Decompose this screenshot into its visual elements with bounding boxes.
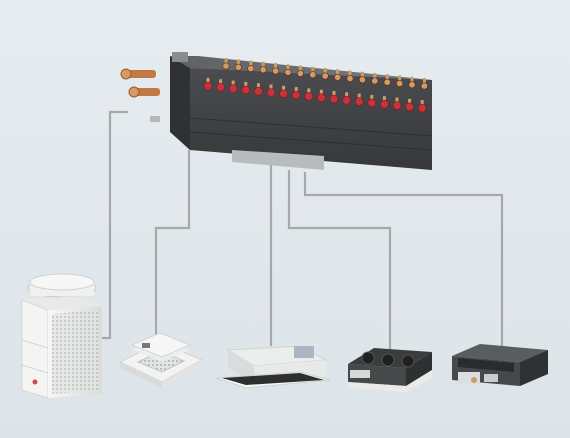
pipe-ducted-3fan	[287, 170, 392, 352]
valve-fitting	[234, 63, 242, 71]
valve-stem	[224, 58, 228, 66]
valve-fitting	[367, 98, 377, 108]
box-side	[170, 56, 190, 150]
valve-stem	[323, 68, 327, 76]
valve-fitting	[354, 97, 364, 106]
valve-fitting	[383, 78, 391, 86]
valve-stem	[261, 61, 265, 70]
ducted-slim	[452, 344, 548, 386]
valve-fitting	[284, 68, 292, 76]
valve-fitting	[380, 99, 389, 109]
copper-inlets	[120, 68, 160, 122]
valve-fitting	[241, 85, 251, 95]
valve-fitting	[317, 93, 326, 102]
pipe-cassette-4way	[154, 150, 191, 352]
valve-stem	[422, 78, 426, 86]
valve-fitting	[371, 77, 379, 85]
valve-fitting	[203, 81, 213, 91]
valve-fitting	[291, 90, 301, 100]
valve-fitting	[304, 92, 314, 101]
valve-fitting	[420, 82, 428, 90]
valve-fitting	[396, 80, 404, 88]
valve-fitting	[334, 73, 342, 81]
valve-stem	[348, 70, 352, 79]
box-front	[190, 68, 432, 170]
valve-fitting	[266, 88, 276, 97]
valve-fitting	[296, 70, 304, 78]
valve-fitting	[358, 76, 366, 84]
valve-fitting	[309, 71, 317, 79]
valve-fitting	[321, 72, 329, 80]
valve-fitting	[405, 102, 414, 112]
valve-fitting	[392, 101, 402, 110]
valve-stem	[236, 59, 240, 68]
valve-stem	[410, 76, 414, 85]
valve-fitting	[247, 65, 255, 73]
ducted-3fan	[348, 348, 432, 392]
valve-fitting	[254, 86, 263, 96]
cassette-1way	[215, 345, 331, 389]
valve-fitting	[279, 89, 288, 99]
valve-row-top	[222, 58, 428, 90]
valve-stem	[398, 75, 402, 84]
valve-fitting	[329, 94, 339, 104]
valve-stem	[298, 65, 302, 74]
branch-controller	[120, 52, 433, 170]
valve-stem	[286, 64, 290, 73]
cassette-4way	[118, 332, 204, 388]
valve-stem	[311, 66, 315, 75]
valve-stem	[336, 69, 340, 78]
pipe-ducted-slim	[303, 172, 504, 350]
valve-fitting	[342, 96, 351, 105]
valve-fitting	[346, 75, 354, 83]
valve-stem	[360, 71, 364, 80]
valve-fitting	[222, 62, 230, 70]
valve-row-bottom	[203, 78, 427, 113]
box-bracket-right	[232, 150, 324, 170]
valve-stem	[385, 74, 389, 83]
valve-fitting	[417, 103, 427, 113]
pipe-outdoor	[98, 110, 128, 340]
valve-fitting	[259, 66, 267, 74]
outdoor-unit	[21, 273, 102, 399]
valve-stem	[249, 60, 253, 69]
valve-fitting	[272, 67, 280, 75]
valve-fitting	[216, 83, 225, 92]
valve-fitting	[408, 81, 416, 89]
box-bracket-left	[172, 52, 188, 62]
valve-fitting	[228, 84, 238, 93]
valve-stem	[373, 73, 377, 81]
refrigerant-pipes	[98, 110, 504, 352]
valve-stem	[274, 63, 278, 71]
